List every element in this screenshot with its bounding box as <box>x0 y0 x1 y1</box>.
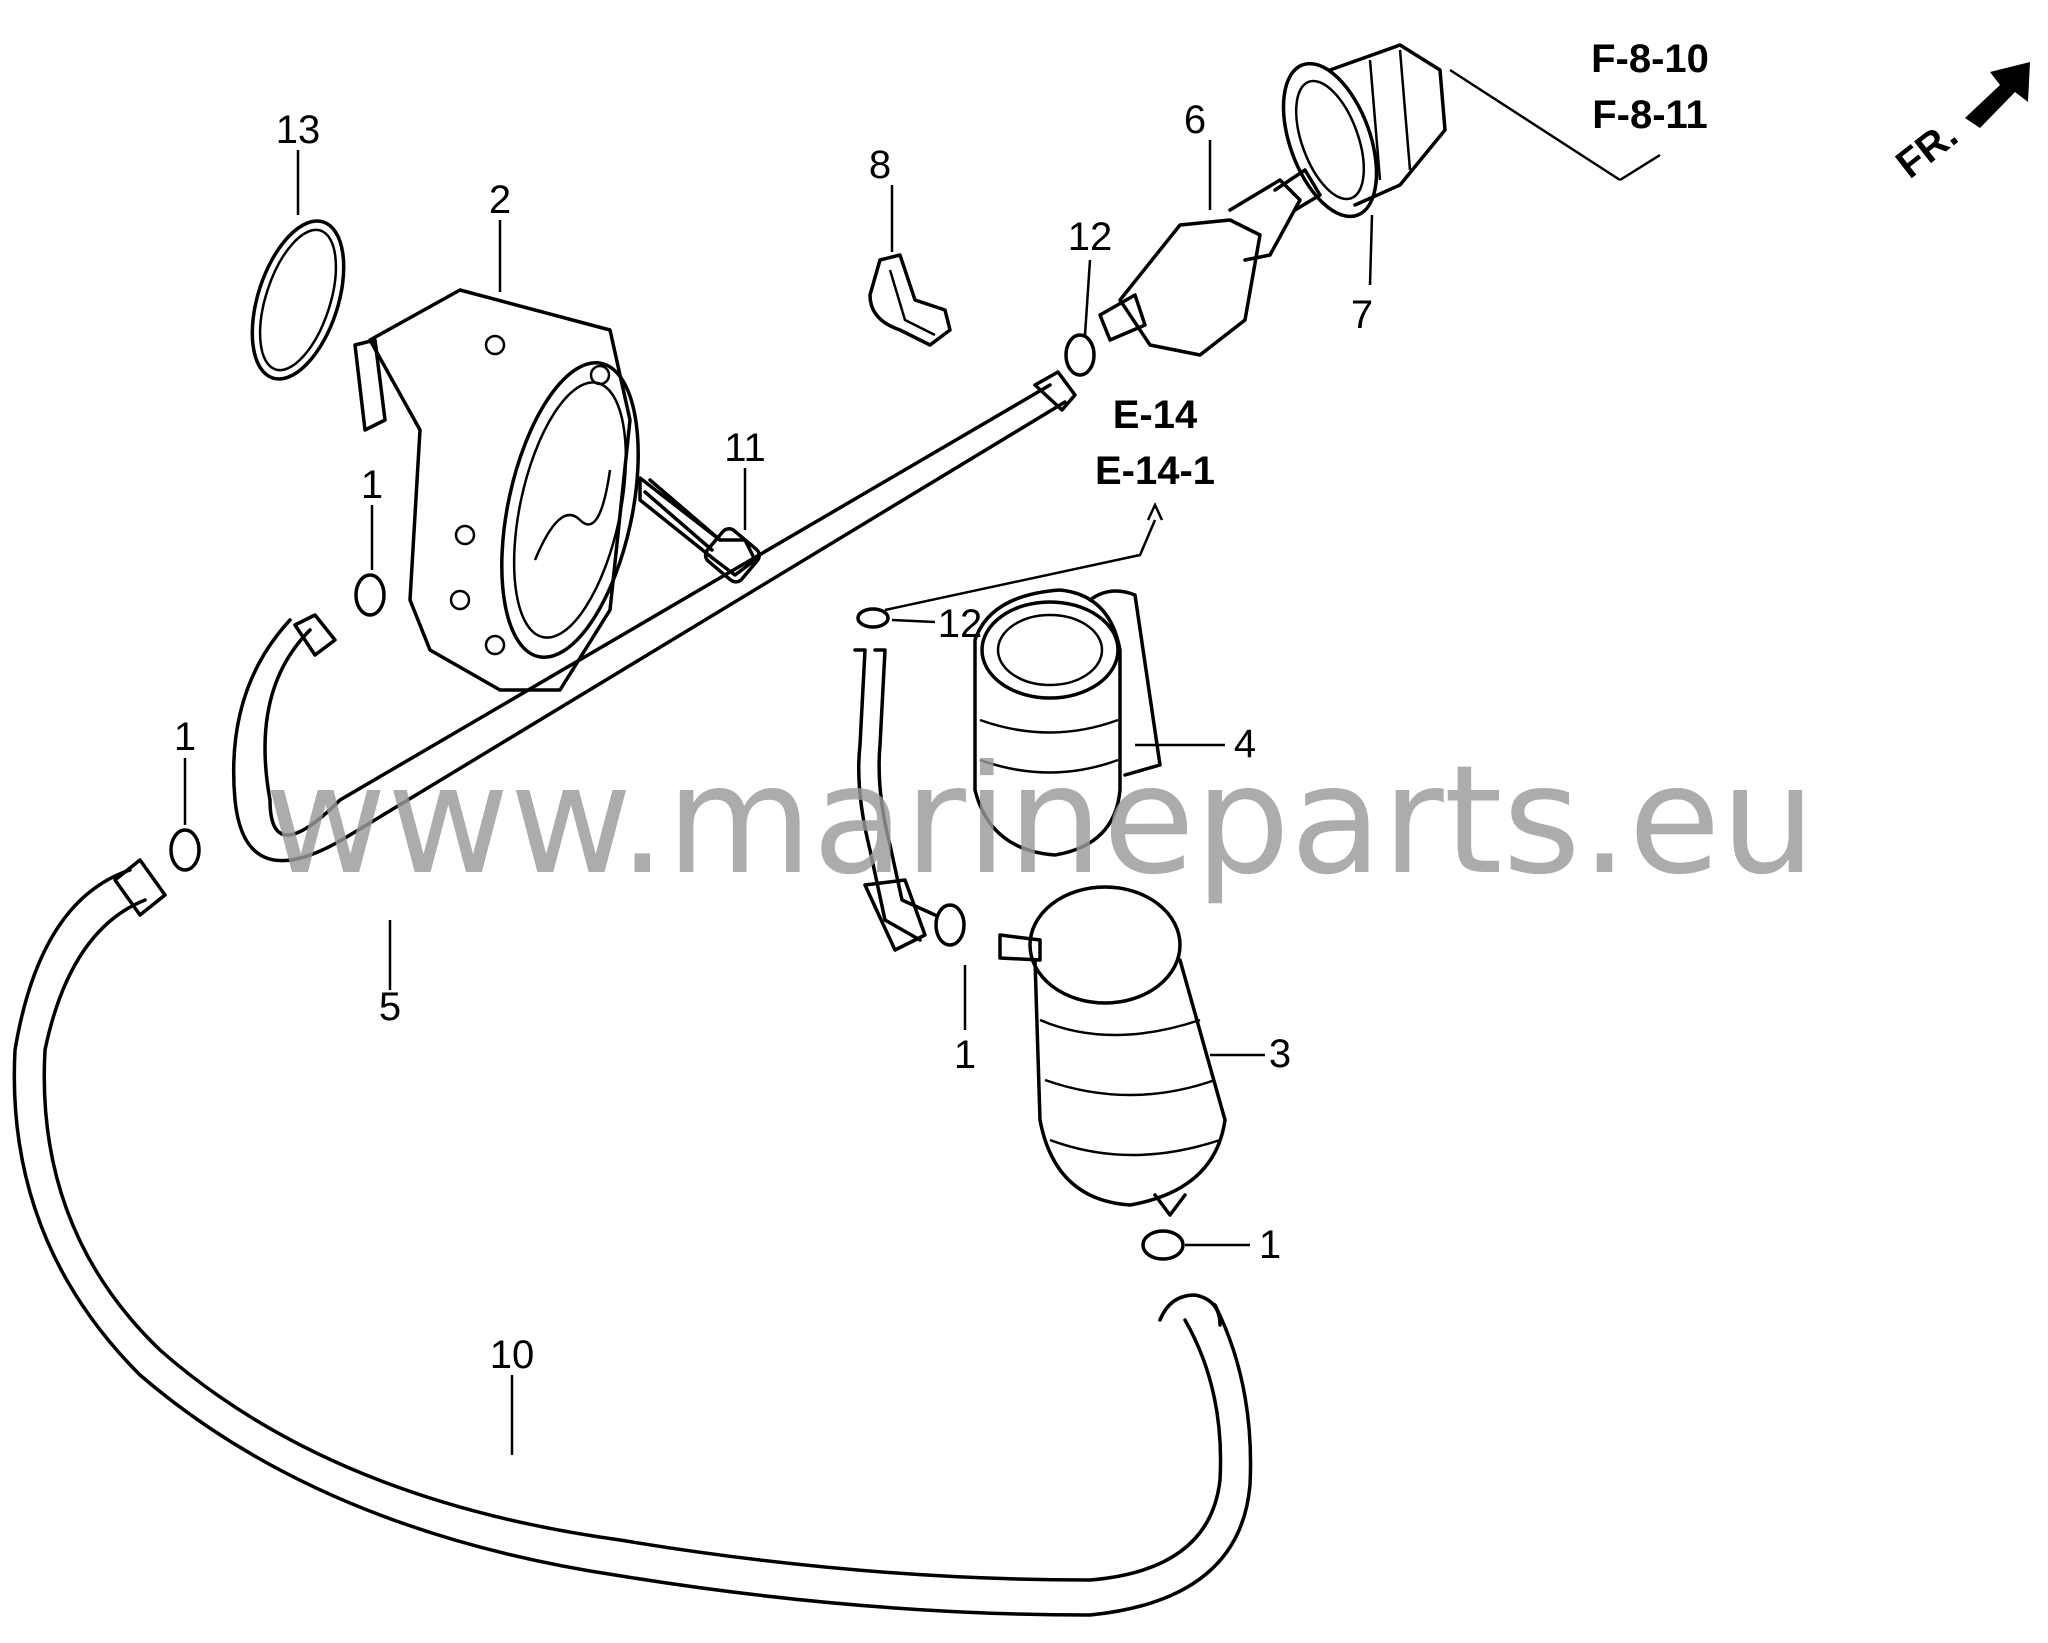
hose-clamp-1a <box>354 573 386 617</box>
ref-e-arrow <box>1146 502 1164 521</box>
hose-clamp-1c <box>934 903 966 947</box>
callout-10: 10 <box>490 1333 535 1377</box>
callout-12-lower: 12 <box>938 602 983 646</box>
callout-13: 13 <box>276 108 321 152</box>
callout-8: 8 <box>869 143 891 187</box>
fitting-6 <box>1098 168 1322 357</box>
filter-cover-4 <box>973 588 1162 857</box>
callout-2: 2 <box>489 178 511 222</box>
callout-5: 5 <box>379 985 401 1029</box>
clip-8 <box>868 253 952 347</box>
callout-3: 3 <box>1269 1032 1291 1076</box>
hose-clamp-1b <box>169 828 201 872</box>
hose-5 <box>231 370 1077 863</box>
connector-7 <box>1281 43 1447 219</box>
callout-11: 11 <box>724 426 766 470</box>
ref-e-14: E-14 <box>1113 393 1198 437</box>
callout-1-left: 1 <box>174 715 196 759</box>
callout-1-throttle: 1 <box>361 463 383 507</box>
o-ring-13 <box>250 219 346 381</box>
ref-f-8-11: F-8-11 <box>1592 93 1708 137</box>
leader-lines <box>183 68 1621 1455</box>
hose-clamp-1d <box>1141 1229 1185 1261</box>
orientation-label: FR. <box>1888 113 1966 187</box>
front-arrow-icon <box>1965 62 2030 128</box>
fuel-filter-3 <box>998 885 1227 1217</box>
ref-f-arrow <box>1619 153 1661 182</box>
clamp-12-upper <box>1064 333 1096 377</box>
callout-6: 6 <box>1184 98 1206 142</box>
ref-e-14-1: E-14-1 <box>1095 449 1215 493</box>
ref-f-8-10: F-8-10 <box>1591 37 1709 81</box>
bolt-11 <box>643 478 761 584</box>
callout-1-center: 1 <box>954 1033 976 1077</box>
throttle-body-2 <box>353 288 757 692</box>
clip-12-lower <box>856 607 890 629</box>
callout-7: 7 <box>1351 293 1373 337</box>
hose-10 <box>12 858 1253 1617</box>
callout-1-right: 1 <box>1259 1223 1281 1267</box>
watermark: www.marineparts.eu <box>264 734 1816 908</box>
bent-pipe <box>853 648 937 952</box>
callout-12-upper: 12 <box>1068 215 1113 259</box>
callout-4: 4 <box>1234 722 1256 766</box>
